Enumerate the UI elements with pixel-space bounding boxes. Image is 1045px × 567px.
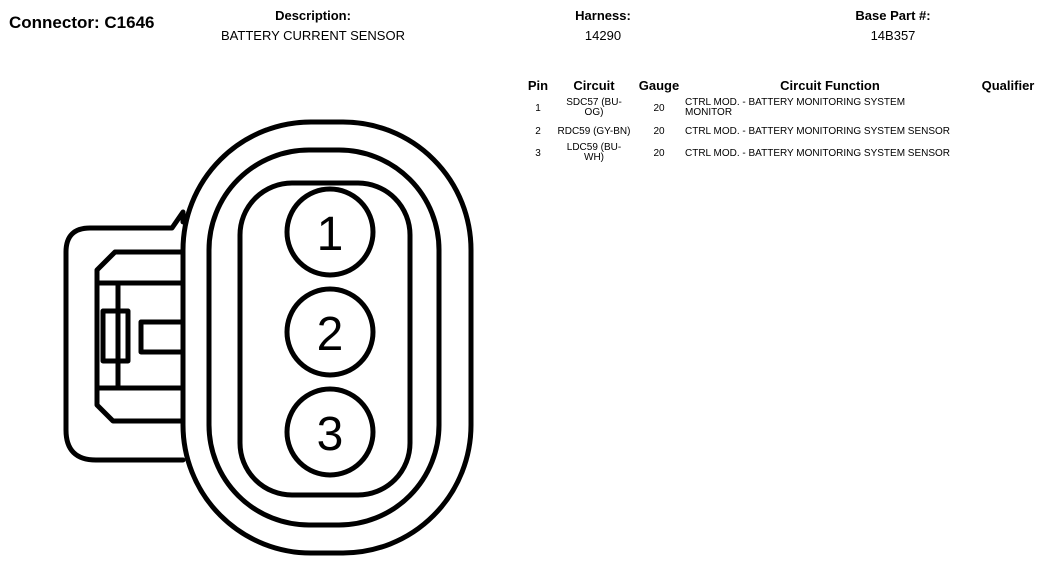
- pin-2-label: 2: [317, 308, 344, 361]
- circuit-function-cell: CTRL MOD. - BATTERY MONITORING SYSTEM SE…: [685, 148, 951, 159]
- gauge-cell: 20: [653, 148, 665, 159]
- harness-value: 14290: [584, 28, 622, 43]
- locking-tab-inner: [94, 249, 186, 424]
- pin-3-circle: [284, 386, 376, 478]
- gauge-cell: 20: [653, 103, 665, 114]
- description-label: Description:: [275, 8, 351, 23]
- circuit-cell: RDC59 (GY-BN): [557, 126, 631, 137]
- pin-1-label: 1: [317, 208, 344, 261]
- pin-cell: 3: [535, 148, 541, 159]
- pin-cavity: [237, 180, 413, 498]
- pin-1-circle: [284, 186, 376, 278]
- circuit-cell: LDC59 (BU-WH): [566, 142, 622, 163]
- base-part-value: 14B357: [870, 28, 916, 43]
- description-value: BATTERY CURRENT SENSOR: [221, 28, 405, 43]
- pin-2-circle: [284, 286, 376, 378]
- harness-label: Harness:: [575, 8, 631, 23]
- circuit-cell: SDC57 (BU-OG): [566, 97, 622, 118]
- gauge-cell: 20: [653, 126, 665, 137]
- column-header-pin: Pin: [527, 78, 549, 93]
- connector-housing-inner: [206, 147, 442, 528]
- column-header-circuit: Circuit: [573, 78, 615, 93]
- latch-window: [100, 308, 131, 364]
- connector-title: Connector: C1646: [9, 13, 155, 32]
- pin-cell: 1: [535, 103, 541, 114]
- column-header-qualifier: Qualifier: [981, 78, 1035, 93]
- pin-3-label: 3: [317, 408, 344, 461]
- latch-catch: [138, 319, 186, 355]
- base-part-label: Base Part #:: [855, 8, 931, 23]
- locking-tab: [63, 209, 186, 463]
- circuit-function-cell: CTRL MOD. - BATTERY MONITORING SYSTEM SE…: [685, 126, 951, 137]
- column-header-gauge: Gauge: [638, 78, 680, 93]
- column-header-circuit-function: Circuit Function: [780, 78, 880, 93]
- pin-cell: 2: [535, 126, 541, 137]
- circuit-function-cell: CTRL MOD. - BATTERY MONITORING SYSTEM MO…: [685, 97, 906, 118]
